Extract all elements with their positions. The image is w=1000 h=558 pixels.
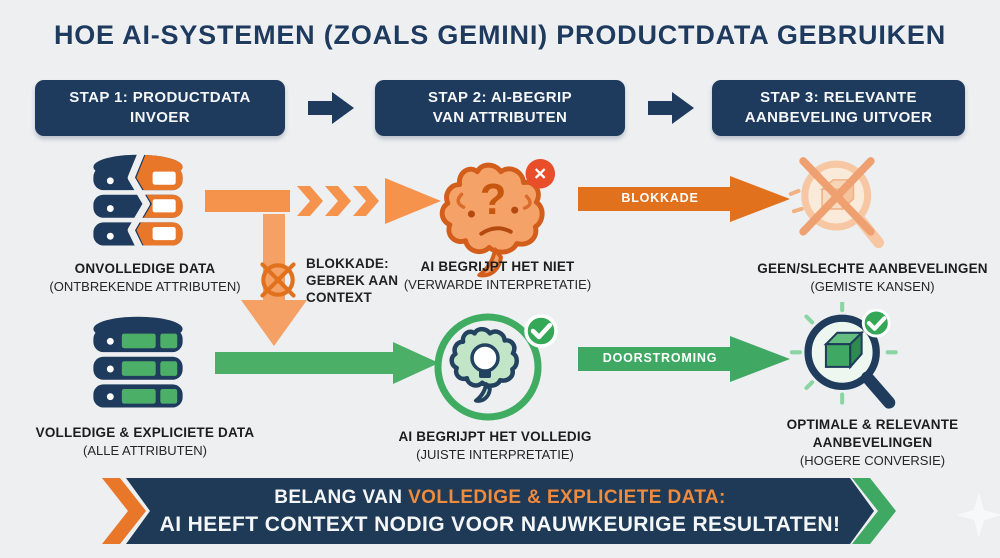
step-2-line2: VAN ATTRIBUTEN [432, 109, 568, 126]
broken-database-icon [93, 150, 183, 254]
step-2-line1: STAP 2: AI-BEGRIP [427, 89, 573, 107]
step-1-line2: INVOER [130, 109, 190, 126]
optimal-recommendation-icon [790, 302, 898, 409]
blockade-arrow-icon [578, 176, 790, 222]
step-1-box: STAP 1: PRODUCTDATA INVOER [35, 80, 285, 136]
banner-left-chevron-icon [102, 478, 146, 544]
step-arrow-2-icon [648, 92, 694, 124]
bad-recommendations-title: GEEN/SLECHTE AANBEVELINGEN [757, 261, 988, 276]
blockade-note-line2: GEBREK AAN [306, 273, 399, 288]
ai-understands-title: AI BEGRIJPT HET VOLLEDIG [398, 429, 592, 444]
step-3-line2: AANBEVELING UITVOER [744, 109, 933, 126]
step-3-box: STAP 3: RELEVANTE AANBEVELING UITVOER [712, 80, 965, 136]
step-3-line1: STAP 3: RELEVANTE [760, 89, 917, 107]
rejected-recommendation-icon [788, 157, 885, 249]
ai-confused-subtitle: (VERWARDE INTERPRETATIE) [403, 277, 592, 293]
understanding-brain-icon [434, 313, 558, 421]
confused-brain-icon: ? ✕ [439, 158, 556, 278]
complete-data-title: VOLLEDIGE & EXPLICIETE DATA [35, 425, 255, 440]
error-badge-icon: ✕ [533, 165, 547, 184]
sparkle-icon [956, 492, 1000, 538]
banner-line1: BELANG VAN VOLLEDIGE & EXPLICIETE DATA: [274, 484, 726, 512]
incomplete-data-subtitle: (ONTBREKENDE ATTRIBUTEN) [49, 279, 241, 295]
complete-data-subtitle: (ALLE ATTRIBUTEN) [82, 443, 207, 459]
bad-recommendations-label: GEEN/SLECHTE AANBEVELINGEN (GEMISTE KANS… [755, 260, 990, 296]
incomplete-data-label: ONVOLLEDIGE DATA (ONTBREKENDE ATTRIBUTEN… [20, 260, 270, 296]
dashed-arrow-icon [205, 178, 441, 224]
step-arrow-1-icon [308, 92, 354, 124]
banner-right-chevron-icon [852, 478, 896, 544]
ai-confused-label: AI BEGRIJPT HET NIET (VERWARDE INTERPRET… [385, 258, 610, 294]
blockade-note-line1: BLOKKADE: [306, 256, 389, 271]
ai-confused-title: AI BEGRIJPT HET NIET [420, 259, 575, 274]
flowthrough-arrow-label: DOORSTROMING [602, 351, 718, 365]
optimal-recommendations-label: OPTIMALE & RELEVANTE AANBEVELINGEN (HOGE… [760, 416, 985, 470]
blocked-circle-icon [260, 262, 296, 298]
incomplete-data-title: ONVOLLEDIGE DATA [74, 261, 216, 276]
step-2-box: STAP 2: AI-BEGRIP VAN ATTRIBUTEN [375, 80, 625, 136]
complete-data-label: VOLLEDIGE & EXPLICIETE DATA (ALLE ATTRIB… [15, 424, 275, 460]
optimal-recommendations-title2: AANBEVELINGEN [812, 435, 933, 451]
conclusion-banner: BELANG VAN VOLLEDIGE & EXPLICIETE DATA: … [126, 478, 874, 544]
ai-understands-label: AI BEGRIJPT HET VOLLEDIG (JUISTE INTERPR… [380, 428, 610, 464]
blockade-note-line3: CONTEXT [306, 290, 372, 305]
bad-recommendations-subtitle: (GEMISTE KANSEN) [810, 279, 935, 295]
banner-line2: AI HEEFT CONTEXT NODIG VOOR NAUWKEURIGE … [159, 513, 841, 537]
blockade-note: BLOKKADE: GEBREK AAN CONTEXT [306, 255, 476, 306]
page-title: HOE AI-SYSTEMEN (ZOALS GEMINI) PRODUCTDA… [53, 20, 947, 50]
optimal-recommendations-title1: OPTIMALE & RELEVANTE [786, 417, 959, 432]
ai-understands-subtitle: (JUISTE INTERPRETATIE) [416, 447, 574, 463]
complete-database-icon [93, 316, 183, 408]
flowthrough-arrow-icon [578, 336, 790, 382]
blockade-arrow-label: BLOKKADE [621, 191, 699, 205]
step-1-line1: STAP 1: PRODUCTDATA [69, 89, 251, 107]
optimal-recommendations-subtitle: (HOGERE CONVERSIE) [799, 453, 946, 469]
banner-line1-highlight: VOLLEDIGE & EXPLICIETE DATA: [408, 486, 726, 508]
banner-line1-white: BELANG VAN [274, 486, 409, 508]
question-mark: ? [480, 176, 506, 224]
flow-arrow-icon [215, 342, 439, 384]
